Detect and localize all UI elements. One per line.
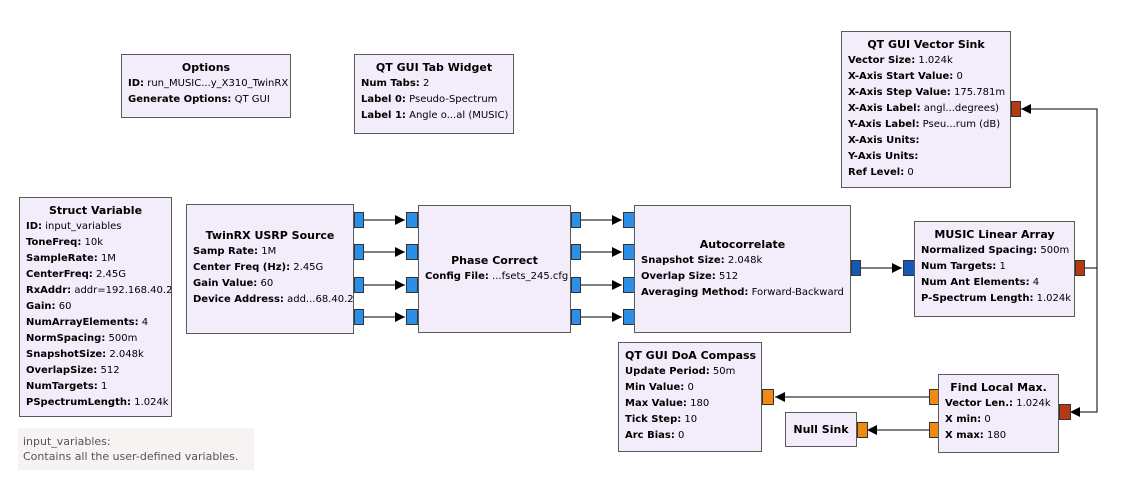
wire-music-findmax <box>1070 267 1098 417</box>
param-row: Min Value: 0 <box>625 382 694 393</box>
param-row: X-Axis Start Value: 0 <box>848 71 963 82</box>
usrp-out-port-0[interactable] <box>354 212 364 228</box>
vector-sink-in-port[interactable] <box>1011 101 1021 117</box>
block-title: TwinRX USRP Source <box>205 229 335 242</box>
comment-box[interactable]: input_variables: Contains all the user-d… <box>18 428 254 470</box>
phase-in-port-1[interactable] <box>406 244 418 260</box>
block-title: MUSIC Linear Array <box>934 228 1055 241</box>
param-row: ID: input_variables <box>26 221 122 232</box>
music-out-port[interactable] <box>1075 260 1085 276</box>
phase-in-port-3[interactable] <box>406 309 418 325</box>
phase-in-port-2[interactable] <box>406 277 418 293</box>
param-row: Gain Value: 60 <box>193 278 274 289</box>
block-title: QT GUI Vector Sink <box>867 38 985 51</box>
param-row: X max: 180 <box>945 430 1007 441</box>
param-row: Y-Axis Label: Pseu...rum (dB) <box>848 119 1001 130</box>
param-row: Vector Size: 1.024k <box>848 55 953 66</box>
param-row: Num Tabs: 2 <box>361 78 430 89</box>
phase-out-port-0[interactable] <box>571 212 581 228</box>
param-row: Label 0: Pseudo-Spectrum <box>361 94 498 105</box>
block-title: Autocorrelate <box>699 238 786 251</box>
param-row: PSpectrumLength: 1.024k <box>26 397 169 408</box>
param-row: Vector Len.: 1.024k <box>945 398 1051 409</box>
null-sink-block[interactable]: Null Sink <box>785 412 857 447</box>
struct-variable-block[interactable]: Struct Variable ID: input_variables Tone… <box>19 197 172 417</box>
param-row: X-Axis Step Value: 175.781m <box>848 87 1006 98</box>
block-title: Phase Correct <box>451 254 538 267</box>
param-row: Num Ant Elements: 4 <box>921 277 1040 288</box>
param-row: Normalized Spacing: 500m <box>921 245 1070 256</box>
phase-out-port-2[interactable] <box>571 277 581 293</box>
block-title: QT GUI DoA Compass <box>625 349 757 362</box>
find-local-max-block[interactable]: Find Local Max. Vector Len.: 1.024k X mi… <box>938 374 1059 453</box>
param-row: Gain: 60 <box>26 301 72 312</box>
param-row: Config File: ...fsets_245.cfg <box>425 271 569 282</box>
block-title: Null Sink <box>793 423 849 436</box>
param-row: X-Axis Units: <box>848 135 920 146</box>
param-row: Snapshot Size: 2.048k <box>641 255 763 266</box>
findmax-in-port[interactable] <box>1059 404 1071 420</box>
null-sink-in-port[interactable] <box>857 422 868 438</box>
options-block[interactable]: Options ID: run_MUSIC...y_X310_TwinRX Ge… <box>121 54 291 118</box>
param-row: Tick Step: 10 <box>625 414 698 425</box>
param-row: Averaging Method: Forward-Backward <box>641 287 844 298</box>
autocorr-out-port[interactable] <box>851 260 861 276</box>
param-row: Samp Rate: 1M <box>193 246 277 257</box>
block-title: Struct Variable <box>48 204 143 217</box>
param-row: Generate Options: QT GUI <box>128 94 270 105</box>
param-row: Label 1: Angle o...al (MUSIC) <box>361 110 509 121</box>
param-row: Num Targets: 1 <box>921 261 1006 272</box>
param-row: OverlapSize: 512 <box>26 365 120 376</box>
usrp-out-port-1[interactable] <box>354 244 364 260</box>
param-row: Overlap Size: 512 <box>641 271 739 282</box>
param-row: SampleRate: 1M <box>26 253 116 264</box>
qt-gui-doa-compass-block[interactable]: QT GUI DoA Compass Update Period: 50m Mi… <box>618 342 762 452</box>
param-row: CenterFreq: 2.45G <box>26 269 126 280</box>
param-row: Arc Bias: 0 <box>625 430 685 441</box>
param-row: NormSpacing: 500m <box>26 333 138 344</box>
phase-out-port-3[interactable] <box>571 309 581 325</box>
block-title: QT GUI Tab Widget <box>375 61 493 74</box>
param-row: X-Axis Label: angl...degrees) <box>848 103 1000 114</box>
block-title: Find Local Max. <box>950 381 1047 394</box>
param-row: Device Address: add...68.40.2 <box>193 294 354 305</box>
autocorrelate-block[interactable]: Autocorrelate Snapshot Size: 2.048k Over… <box>634 205 851 333</box>
param-row: NumTargets: 1 <box>26 381 108 392</box>
param-row: Y-Axis Units: <box>848 151 919 162</box>
usrp-out-port-3[interactable] <box>354 309 364 325</box>
param-row: SnapshotSize: 2.048k <box>26 349 144 360</box>
music-linear-array-block[interactable]: MUSIC Linear Array Normalized Spacing: 5… <box>914 221 1075 317</box>
param-row: Ref Level: 0 <box>848 167 914 178</box>
param-row: ToneFreq: 10k <box>26 237 104 248</box>
param-row: X min: 0 <box>945 414 991 425</box>
compass-in-port[interactable] <box>762 389 774 405</box>
param-row: ID: run_MUSIC...y_X310_TwinRX <box>128 78 289 89</box>
qt-gui-tab-widget-block[interactable]: QT GUI Tab Widget Num Tabs: 2 Label 0: P… <box>354 54 514 134</box>
phase-out-port-1[interactable] <box>571 244 581 260</box>
phase-in-port-0[interactable] <box>406 212 418 228</box>
param-row: P-Spectrum Length: 1.024k <box>921 293 1072 304</box>
block-title: Options <box>181 61 231 74</box>
phase-correct-block[interactable]: Phase Correct Config File: ...fsets_245.… <box>418 205 571 333</box>
param-row: Center Freq (Hz): 2.45G <box>193 262 324 273</box>
param-row: Update Period: 50m <box>625 366 736 377</box>
twinrx-usrp-source-block[interactable]: TwinRX USRP Source Samp Rate: 1M Center … <box>186 204 354 334</box>
usrp-out-port-2[interactable] <box>354 277 364 293</box>
qt-gui-vector-sink-block[interactable]: QT GUI Vector Sink Vector Size: 1.024k X… <box>841 31 1011 188</box>
param-row: Max Value: 180 <box>625 398 710 409</box>
param-row: NumArrayElements: 4 <box>26 317 149 328</box>
param-row: RxAddr: addr=192.168.40.2 <box>26 285 173 296</box>
